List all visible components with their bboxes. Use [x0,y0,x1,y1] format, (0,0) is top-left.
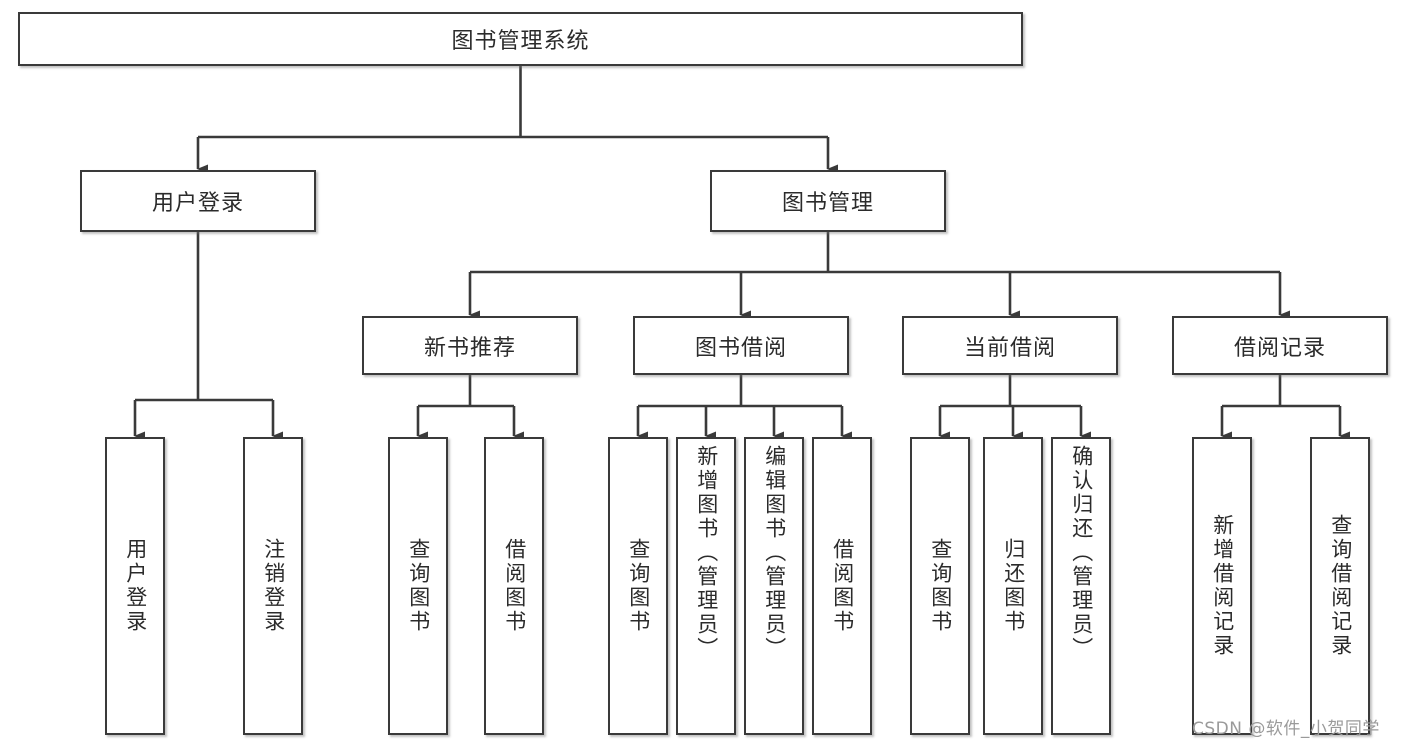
node-book-borrow[interactable]: 图书借阅 [633,316,849,375]
node-label: 借阅图书 [830,538,855,634]
node-current-borrow[interactable]: 当前借阅 [902,316,1118,375]
node-label: 借阅记录 [1233,335,1326,361]
node-label: 用户登录 [123,538,148,634]
node-leaf-query-record[interactable]: 查询借阅记录 [1310,437,1370,735]
watermark-label: CSDN @软件_小贺同学 [1192,719,1380,739]
node-leaf-query-book-rec[interactable]: 查询图书 [388,437,448,735]
node-label: 图书管理系统 [451,29,590,54]
node-leaf-return-book[interactable]: 归还图书 [983,437,1043,735]
node-label: 新书推荐 [423,335,516,361]
node-label: 图书管理 [781,191,874,216]
node-borrow-record[interactable]: 借阅记录 [1172,316,1388,375]
node-user-login[interactable]: 用户登录 [80,170,316,232]
node-label: 编辑图书（管理员） [762,445,787,661]
node-label: 查询图书 [406,538,431,634]
node-label: 归还图书 [1001,538,1026,634]
node-new-book-recommend[interactable]: 新书推荐 [362,316,578,375]
node-root[interactable]: 图书管理系统 [18,12,1023,66]
node-leaf-add-record[interactable]: 新增借阅记录 [1192,437,1252,735]
node-label: 当前借阅 [963,335,1056,361]
node-leaf-borrow-book-rec[interactable]: 借阅图书 [484,437,544,735]
node-label: 用户登录 [151,191,244,216]
node-leaf-add-book[interactable]: 新增图书（管理员） [676,437,736,735]
node-label: 图书借阅 [694,335,787,361]
node-label: 查询图书 [626,538,651,634]
node-leaf-query-book-cur[interactable]: 查询图书 [910,437,970,735]
node-leaf-user-login[interactable]: 用户登录 [105,437,165,735]
node-book-manage[interactable]: 图书管理 [710,170,946,232]
node-leaf-user-logout[interactable]: 注销登录 [243,437,303,735]
node-leaf-query-book-borrow[interactable]: 查询图书 [608,437,668,735]
node-label: 确认归还（管理员） [1069,445,1094,661]
node-label: 查询图书 [928,538,953,634]
node-label: 注销登录 [261,538,286,634]
node-label: 新增借阅记录 [1210,514,1235,658]
node-leaf-confirm-return[interactable]: 确认归还（管理员） [1051,437,1111,735]
node-label: 查询借阅记录 [1328,514,1353,658]
node-leaf-edit-book[interactable]: 编辑图书（管理员） [744,437,804,735]
edge-layer [133,66,1350,441]
node-label: 借阅图书 [502,538,527,634]
node-leaf-borrow-book[interactable]: 借阅图书 [812,437,872,735]
node-label: 新增图书（管理员） [694,445,719,661]
